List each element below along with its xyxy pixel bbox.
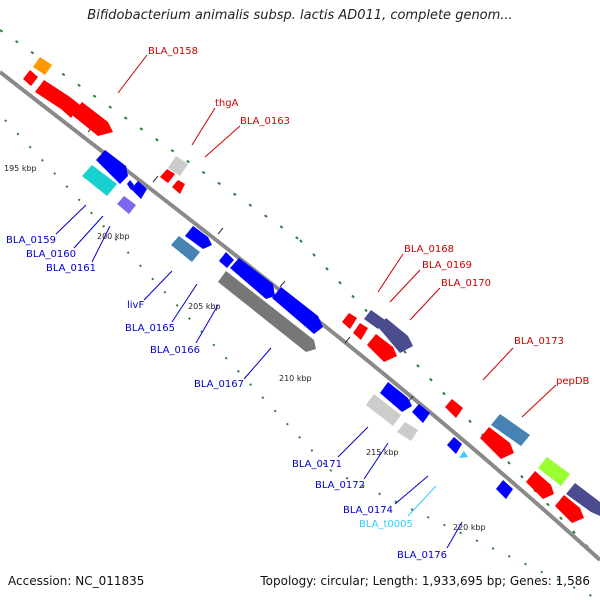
gene-bla-0158[interactable] — [35, 80, 80, 118]
tick-label-215: 215 kbp — [366, 448, 399, 457]
gene-blue-c[interactable] — [412, 404, 430, 423]
tick-label-200: 200 kbp — [97, 232, 130, 241]
label-bla-0171[interactable]: BLA_0171 — [292, 459, 342, 470]
gene-pepdb-b[interactable] — [480, 427, 514, 459]
gene-red-c[interactable] — [172, 180, 185, 194]
leader-lines-blue — [55, 204, 463, 549]
leader-lines-cyan — [407, 485, 437, 517]
label-bla-0160[interactable]: BLA_0160 — [26, 249, 76, 260]
gene-bla-0176[interactable] — [496, 480, 513, 499]
label-bla-0173[interactable]: BLA_0173 — [514, 336, 564, 347]
tick-label-220: 220 kbp — [453, 523, 486, 532]
label-bla-0168[interactable]: BLA_0168 — [404, 244, 454, 255]
gene-bla-0166[interactable] — [230, 258, 275, 299]
label-bla-0165[interactable]: BLA_0165 — [125, 323, 175, 334]
gene-bla-0170[interactable] — [378, 318, 413, 353]
gene-bla-0173[interactable] — [445, 399, 463, 418]
gene-bla-0163[interactable] — [160, 169, 175, 183]
gene-bla-t0005[interactable] — [459, 451, 468, 458]
dotted-track-inner — [4, 119, 600, 600]
gene-bla-0174[interactable] — [447, 437, 462, 454]
label-bla-t0005[interactable]: BLA_t0005 — [359, 519, 413, 530]
label-bla-0161[interactable]: BLA_0161 — [46, 263, 96, 274]
gene-bla-0168[interactable] — [342, 313, 357, 329]
label-bla-0159[interactable]: BLA_0159 — [6, 235, 56, 246]
gene-bla-0166b[interactable] — [272, 287, 323, 334]
gene-red-d[interactable] — [367, 334, 397, 362]
leader-lines-red — [117, 54, 557, 418]
gene-thga[interactable] — [168, 156, 188, 176]
gene-red-small-a[interactable] — [23, 70, 38, 86]
label-bla-0170[interactable]: BLA_0170 — [441, 278, 491, 289]
label-bla-0166[interactable]: BLA_0166 — [150, 345, 200, 356]
label-bla-0167[interactable]: BLA_0167 — [194, 379, 244, 390]
tick-marks — [87, 125, 414, 403]
label-bla-0174[interactable]: BLA_0174 — [343, 505, 393, 516]
gene-blue-b[interactable] — [131, 181, 147, 199]
label-livf[interactable]: livF — [127, 300, 144, 311]
dotted-track-outer — [0, 29, 600, 561]
gene-bla-0165[interactable] — [219, 252, 234, 268]
tick-label-195: 195 kbp — [4, 164, 37, 173]
gene-slate-a[interactable] — [364, 310, 385, 329]
gene-bla-0160[interactable] — [82, 165, 117, 196]
label-bla-0169[interactable]: BLA_0169 — [422, 260, 472, 271]
gene-gray-c[interactable] — [397, 422, 418, 441]
genome-backbone — [0, 70, 600, 562]
gene-bla-0171[interactable] — [380, 382, 412, 412]
label-pepdb[interactable]: pepDB — [556, 376, 590, 387]
gene-bla-0172[interactable] — [366, 394, 401, 426]
map-title: Bifidobacterium animalis subsp. lactis A… — [87, 8, 513, 23]
gene-bla-0167[interactable] — [218, 271, 316, 352]
footer-accession: Accession: NC_011835 — [8, 574, 145, 588]
footer-stats: Topology: circular; Length: 1,933,695 bp… — [260, 574, 590, 588]
gene-livf-a[interactable] — [185, 226, 212, 249]
gene-slate-b[interactable] — [566, 483, 600, 516]
gene-blue-a[interactable] — [127, 180, 134, 190]
gene-lime[interactable] — [538, 457, 570, 486]
tick-label-205: 205 kbp — [188, 302, 221, 311]
label-bla-0158[interactable]: BLA_0158 — [148, 46, 198, 57]
gene-red-f[interactable] — [555, 495, 584, 523]
label-bla-0163[interactable]: BLA_0163 — [240, 116, 290, 127]
gene-livf[interactable] — [171, 236, 200, 262]
gene-bla-0159[interactable] — [96, 150, 128, 184]
gene-red-b[interactable] — [72, 102, 113, 136]
label-thga[interactable]: thgA — [215, 98, 239, 109]
gene-bla-0169[interactable] — [353, 323, 368, 340]
tick-label-210: 210 kbp — [279, 374, 312, 383]
label-bla-0176[interactable]: BLA_0176 — [397, 550, 447, 561]
gene-pepdb-a[interactable] — [491, 414, 530, 446]
gene-orange[interactable] — [33, 57, 52, 75]
gene-red-e[interactable] — [526, 471, 554, 499]
label-bla-0172[interactable]: BLA_0172 — [315, 480, 365, 491]
gene-bla-0161[interactable] — [117, 196, 136, 214]
